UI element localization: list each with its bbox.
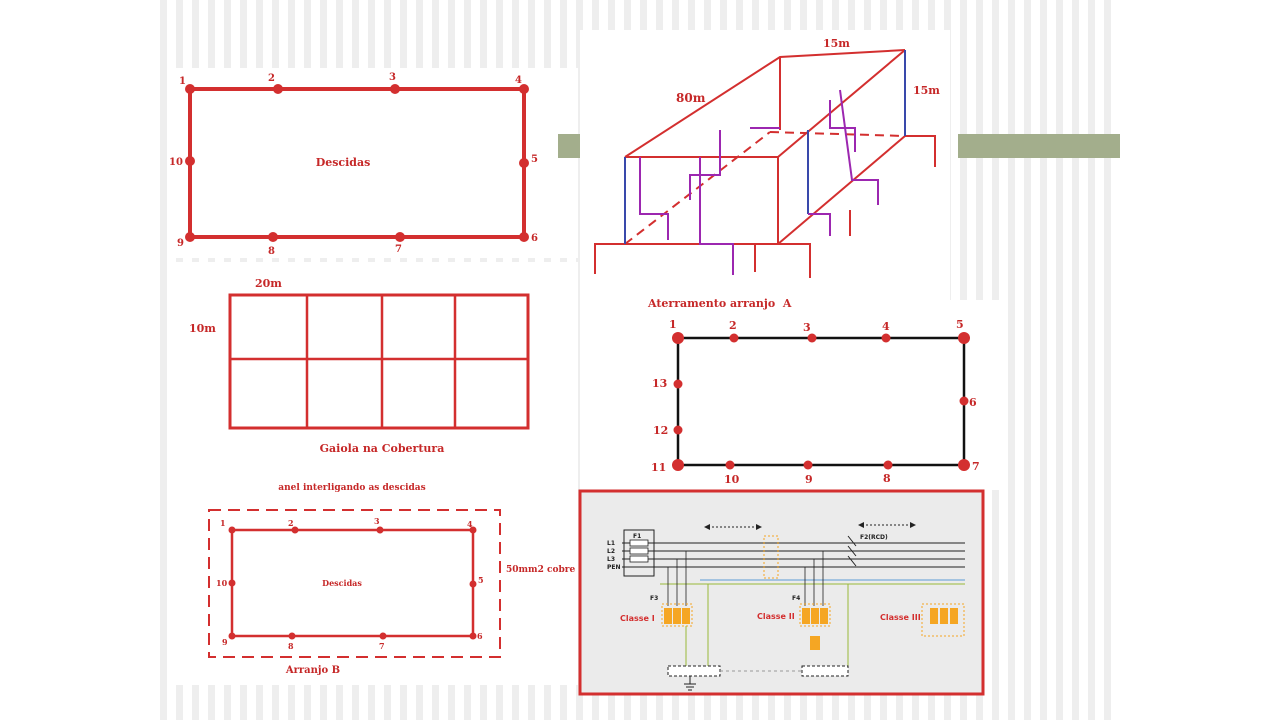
arranjo-a-label-7: 7 [972,460,980,473]
arranjo-a-label-1: 1 [669,318,677,331]
background-stripe [576,0,583,720]
arranjo-a-label-12: 12 [653,424,668,437]
gaiola-dim-width: 20m [255,277,282,290]
arranjo-a-label-4: 4 [882,320,890,333]
schema-f3-label: F3 [650,595,658,602]
descida-point-4 [519,84,529,94]
arranjo-a-label-5: 5 [956,318,964,331]
descida-label-9: 9 [177,238,184,249]
schema-class-1: Classe I [620,614,655,623]
building-dim-length: 80m [676,91,706,105]
schema-line-l1: L1 [607,540,615,547]
descida-point-7 [395,232,405,242]
arranjo-b-label-3: 3 [374,516,380,526]
descida-label-4: 4 [515,75,522,86]
descida-point-2 [273,84,283,94]
arranjo-a-diagram: Aterramento arranjo A 1 2 3 4 5 6 7 8 9 … [647,297,980,486]
background-stripe [160,0,167,720]
arranjo-b-label-10: 10 [216,578,228,588]
gaiola-caption: Gaiola na Cobertura [320,442,445,455]
arranjo-a-label-11: 11 [651,461,666,474]
arranjo-a-label-13: 13 [652,377,667,390]
arranjo-a-label-6: 6 [969,396,977,409]
schema-f1-label: F1 [633,533,641,540]
arranjo-b-label-1: 1 [220,518,226,528]
arranjo-a-label-3: 3 [803,321,811,334]
schema-line-pen: PEN [607,564,621,571]
gaiola-diagram: 20m 10m Gaiola na Cobertura [189,277,530,455]
schema-line-l2: L2 [607,548,615,555]
background-stripe [1072,0,1079,720]
descida-label-10: 10 [169,157,183,168]
descida-label-7: 7 [395,244,402,255]
accent-bar-right [958,134,1120,158]
diagram-panel [580,300,1000,490]
arranjo-b-dashed-ring [208,509,501,658]
arranjo-b-label-5: 5 [478,575,484,585]
descidas-center-label: Descidas [316,156,371,169]
building-dim-height: 15m [913,84,940,97]
descida-label-5: 5 [531,154,538,165]
arranjo-a-caption: Aterramento arranjo A [647,297,792,310]
arranjo-b-bottom-caption: Arranjo B [285,665,340,676]
schema-line-l3: L3 [607,556,615,563]
arranjo-a-label-9: 9 [805,473,813,486]
descida-point-9 [185,232,195,242]
arranjo-b-diagram: anel interligando as descidas 1 2 3 4 5 … [208,483,585,676]
descidas-diagram: Descidas 1 2 3 4 5 6 7 8 9 10 [169,72,538,257]
schema-class-2: Classe II [757,612,795,621]
arranjo-a-label-8: 8 [883,472,891,485]
accent-bar-left [558,134,580,158]
arranjo-b-label-8: 8 [288,641,294,651]
descida-label-6: 6 [531,233,538,244]
schema-f2-label: F2(RCD) [860,534,888,541]
descida-point-1 [185,84,195,94]
descida-label-2: 2 [268,73,275,84]
arranjo-a-label-10: 10 [724,473,740,486]
building-dim-top: 15m [823,37,850,50]
schema-class-3: Classe III [880,613,921,622]
arranjo-b-top-caption: anel interligando as descidas [278,483,425,493]
descida-point-8 [268,232,278,242]
gaiola-grid-outer [228,293,530,430]
dps-schematic: L1 L2 L3 PEN F1 F2(RCD) [578,489,985,696]
building-3d-diagram: 15m 80m 15m [594,37,940,278]
arranjo-a-label-2: 2 [729,319,737,332]
arranjo-b-side-label: 50mm2 cobre n [506,565,585,575]
background-stripe [1088,0,1095,720]
arranjo-b-label-9: 9 [222,637,228,647]
background-stripe [1040,0,1047,720]
diagram-panel [168,68,578,258]
schema-f4-label: F4 [792,595,800,602]
diagram-panel [580,30,950,300]
descida-label-1: 1 [179,76,186,87]
descida-point-5 [519,158,529,168]
gaiola-dim-height: 10m [189,322,216,335]
schematic-frame [578,489,985,696]
diagram-panel [168,470,578,685]
background-stripe [1024,0,1031,720]
descida-point-10 [185,156,195,166]
diagram-panel [168,262,578,472]
arranjo-b-center-label: Descidas [322,578,362,588]
arranjo-b-label-6: 6 [477,631,483,641]
background-stripe [1104,0,1111,720]
descida-label-8: 8 [268,246,275,257]
descida-label-3: 3 [389,72,396,83]
arranjo-b-label-4: 4 [467,519,473,529]
background-stripe [1056,0,1063,720]
arranjo-b-label-2: 2 [288,518,294,528]
arranjo-b-label-7: 7 [379,641,385,651]
descida-point-6 [519,232,529,242]
descida-point-3 [390,84,400,94]
background-stripe [1008,0,1015,720]
